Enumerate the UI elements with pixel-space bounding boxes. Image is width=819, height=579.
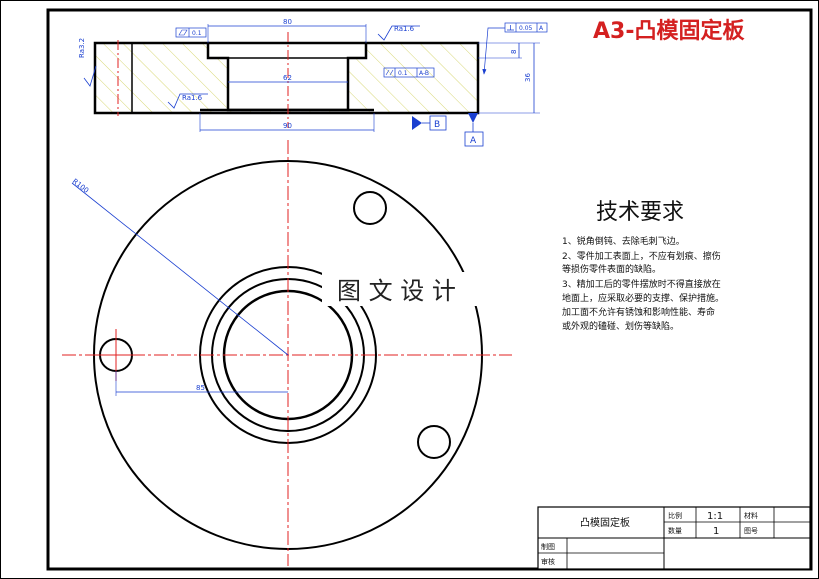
parallel-frame: [383, 67, 435, 78]
datum-b-triangle: [412, 116, 422, 130]
datum-b-box: [429, 115, 447, 131]
tech-line-4: 3、精加工后的零件摆放时不得直接放在: [562, 278, 721, 290]
watermark-background: [322, 272, 494, 306]
watermark-text: 图 文 设 计: [337, 277, 456, 305]
qty-label: 数量: [668, 526, 682, 535]
tech-line-2: 2、零件加工表面上，不应有划痕、擦伤: [562, 250, 721, 262]
counterbore-void: [208, 43, 366, 58]
drawing-no-label: 图号: [744, 527, 758, 535]
flatness-icon: [178, 29, 188, 36]
hole-offset-label: 85: [196, 384, 205, 392]
parallel-ref: A-B: [419, 70, 429, 77]
qty-value: 1: [713, 526, 719, 537]
datum-a-label: A: [470, 136, 477, 146]
roughness-top-icon: [377, 25, 420, 41]
perpendicularity-ref: A: [539, 25, 544, 32]
flatness-frame: [175, 27, 207, 38]
perpendicularity-frame: [504, 22, 548, 33]
tech-line-6: 加工面不允许有锈蚀和影响性能、寿命: [562, 306, 715, 318]
bore-void: [228, 58, 348, 110]
tech-line-7: 或外观的磕碰、划伤等缺陷。: [562, 320, 679, 332]
tech-line-5: 地面上，应采取必要的支撑、保护措施。: [562, 292, 724, 304]
part-name: 凸模固定板: [580, 516, 630, 529]
section-view: 80 62 90 8 36 Ra3.2 Ra1.6 Ra1.6 0.1 0.1 …: [78, 18, 548, 147]
checked-label: 审核: [541, 557, 555, 566]
drawn-label: 制图: [541, 542, 555, 551]
dim-mid-label: 62: [283, 74, 292, 82]
dim-right-total-label: 36: [524, 73, 532, 82]
scale-label: 比例: [668, 511, 682, 520]
radius-label: R100: [71, 177, 90, 195]
bolt-hole-bottom: [417, 425, 451, 459]
dim-right-small-label: 8: [510, 50, 518, 54]
roughness-left-label: Ra3.2: [78, 38, 86, 58]
drawing-title: A3-凸模固定板: [593, 18, 745, 44]
roughness-left-icon: [83, 65, 97, 87]
flatness-value: 0.1: [192, 30, 202, 37]
tech-requirements: 技术要求 1、锐角倒钝、去除毛刺飞边。 2、零件加工表面上，不应有划痕、擦伤 等…: [562, 200, 724, 332]
inner-frame: [46, 8, 813, 571]
tech-requirements-heading: 技术要求: [596, 200, 684, 225]
material-label: 材料: [744, 511, 758, 520]
datum-a-triangle: [468, 113, 478, 123]
perpendicularity-value: 0.05: [519, 25, 533, 32]
roughness-top-label: Ra1.6: [394, 25, 415, 33]
dim-bottom-label: 90: [283, 122, 292, 130]
datum-a-box: [464, 131, 484, 147]
bolt-hole-top: [353, 191, 387, 225]
perpendicular-icon: [507, 25, 514, 31]
roughness-bottom-label: Ra1.6: [182, 94, 203, 102]
datum-b-label: B: [434, 120, 440, 130]
scale-value: 1:1: [707, 511, 723, 522]
dim-top-label: 80: [283, 18, 292, 26]
roughness-bottom-icon: [167, 93, 208, 109]
title-block: 凸模固定板 比例 1:1 数量 1 材料 图号 制图 审核: [537, 506, 811, 570]
parallel-value: 0.1: [398, 70, 408, 77]
plan-view: R100 85: [62, 140, 512, 566]
tech-line-1: 1、锐角倒钝、去除毛刺飞边。: [562, 235, 685, 247]
radius-leader: [71, 182, 289, 356]
parallel-icon: [385, 69, 394, 76]
tech-line-3: 等损伤零件表面的缺陷。: [562, 263, 661, 275]
